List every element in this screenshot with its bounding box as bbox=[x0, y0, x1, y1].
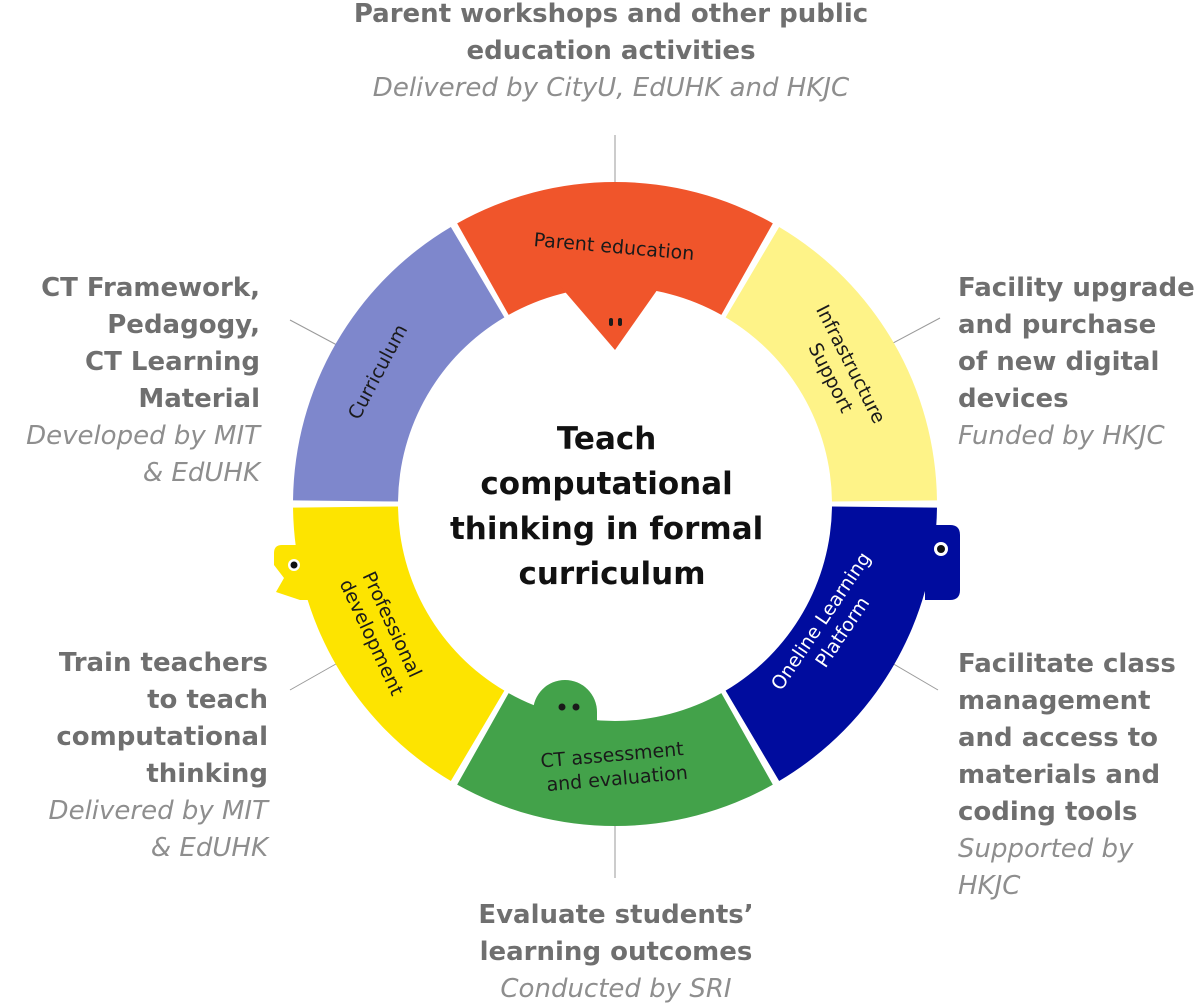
center-title-line: computational bbox=[480, 466, 732, 502]
parent-education-speech-point bbox=[560, 286, 660, 350]
description-right-bottom: Facilitate class management and access t… bbox=[958, 646, 1200, 905]
ring-segment-infrastructure bbox=[725, 226, 937, 502]
description-line: Pedagogy, bbox=[107, 310, 260, 340]
eye-icon bbox=[290, 561, 298, 569]
description-credit: Funded by HKJC bbox=[958, 421, 1165, 451]
description-credit: Supported by bbox=[958, 834, 1134, 864]
ring-segment-professional-development bbox=[293, 506, 505, 782]
parent-education-character bbox=[560, 286, 660, 350]
eye-icon bbox=[572, 703, 580, 711]
description-line: and access to bbox=[958, 723, 1159, 753]
description-credit: & EdUHK bbox=[142, 458, 260, 488]
description-credit: Delivered by MIT bbox=[48, 796, 268, 826]
description-left-bottom: Train teachers to teach computational th… bbox=[0, 645, 268, 867]
eye-icon bbox=[558, 703, 566, 711]
description-bottom: Evaluate students’ learning outcomes Con… bbox=[400, 897, 832, 1008]
description-line: Parent workshops and other public bbox=[353, 0, 869, 29]
description-line: Material bbox=[138, 384, 260, 414]
description-line: coding tools bbox=[958, 797, 1138, 827]
online-platform-character bbox=[925, 525, 960, 600]
description-credit: HKJC bbox=[958, 871, 1021, 901]
description-credit: Delivered by CityU, EdUHK and HKJC bbox=[372, 73, 850, 103]
description-line: learning outcomes bbox=[479, 937, 753, 967]
description-line: Evaluate students’ bbox=[478, 900, 754, 930]
online-platform-face bbox=[925, 525, 960, 600]
professional-development-face bbox=[274, 545, 320, 600]
description-left-top: CT Framework, Pedagogy, CT Learning Mate… bbox=[0, 270, 260, 492]
description-credit: Developed by MIT bbox=[26, 421, 260, 451]
ring-segment-curriculum bbox=[293, 226, 505, 502]
center-title-line: thinking in formal bbox=[450, 511, 763, 547]
description-line: Train teachers bbox=[58, 648, 268, 678]
description-line: and purchase bbox=[958, 310, 1157, 340]
center-title-line: Teach bbox=[557, 421, 656, 457]
description-credit: & EdUHK bbox=[150, 833, 268, 863]
ring-segment-online-platform bbox=[725, 506, 937, 782]
eye-icon bbox=[609, 318, 613, 326]
description-line: materials and bbox=[958, 760, 1161, 790]
assessment-head bbox=[533, 680, 597, 728]
description-line: education activities bbox=[466, 36, 756, 66]
assessment-character bbox=[533, 680, 597, 728]
description-line: Facilitate class bbox=[958, 649, 1176, 679]
description-line: of new digital bbox=[958, 347, 1160, 377]
description-line: CT Learning bbox=[85, 347, 260, 377]
center-title-line: curriculum bbox=[518, 556, 705, 592]
description-top: Parent workshops and other public educat… bbox=[300, 0, 922, 107]
description-line: management bbox=[958, 686, 1151, 716]
eye-icon bbox=[937, 545, 945, 553]
description-line: Facility upgrade bbox=[958, 273, 1195, 303]
ring-segments bbox=[293, 181, 937, 827]
description-right-top: Facility upgrade and purchase of new dig… bbox=[958, 270, 1200, 455]
ring-segment-parent-education bbox=[457, 181, 773, 315]
description-credit: Conducted by SRI bbox=[500, 974, 732, 1004]
description-line: CT Framework, bbox=[41, 273, 260, 303]
center-title: Teach computational thinking in formal c… bbox=[450, 421, 774, 592]
professional-development-character bbox=[274, 545, 320, 600]
description-line: thinking bbox=[146, 759, 268, 789]
eye-icon bbox=[618, 318, 622, 326]
description-line: devices bbox=[958, 384, 1069, 414]
description-line: to teach bbox=[147, 685, 268, 715]
description-line: computational bbox=[56, 722, 268, 752]
